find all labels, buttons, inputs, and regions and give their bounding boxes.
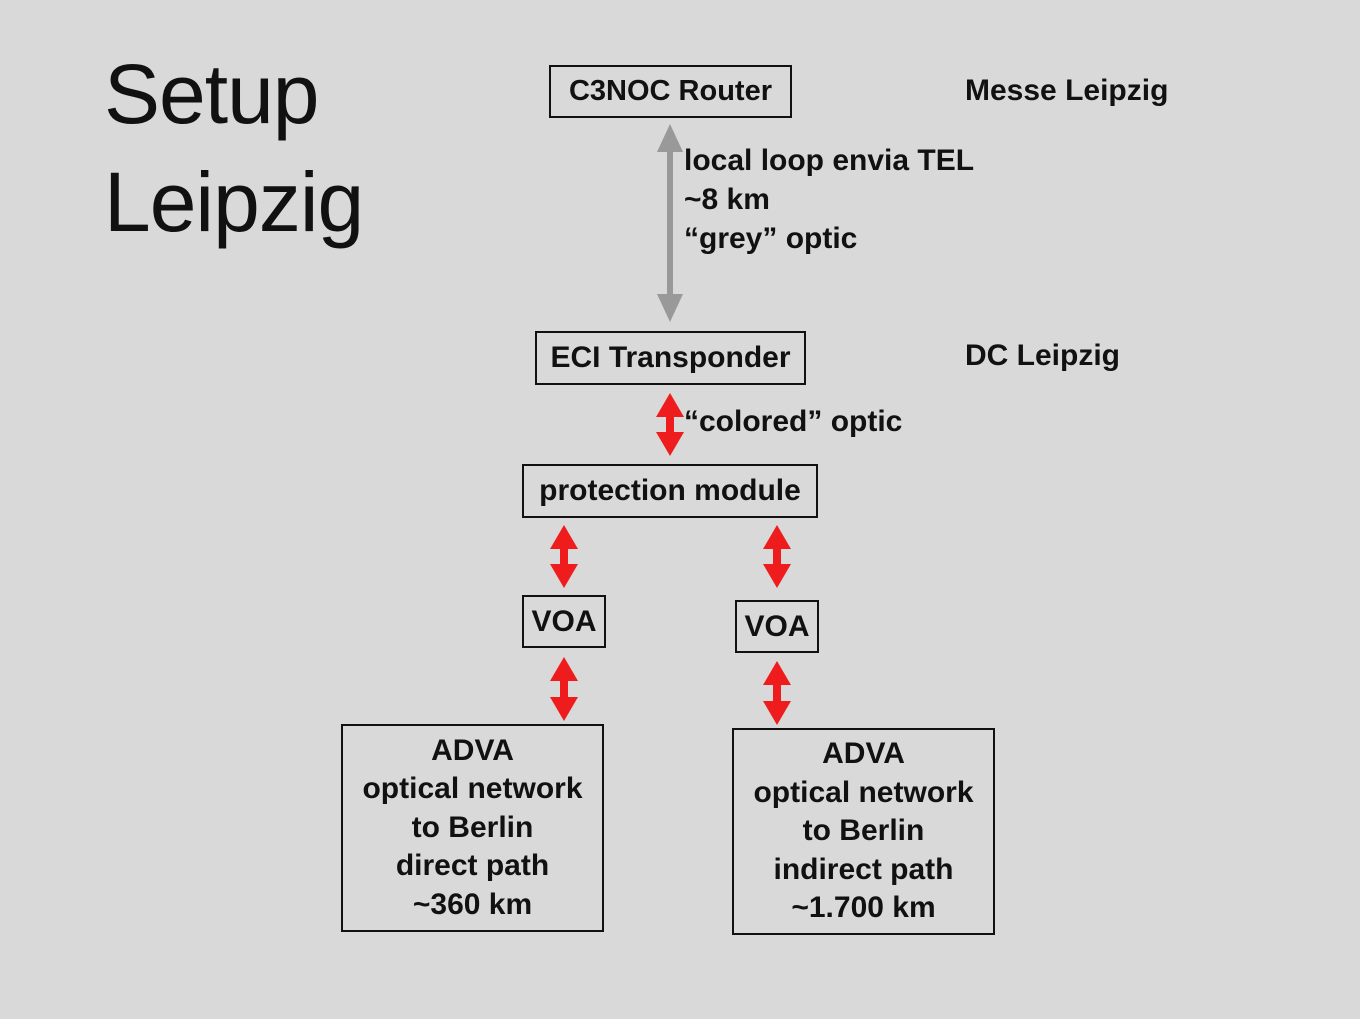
voa-left-label: VOA [531,604,597,638]
location-dc: DC Leipzig [965,339,1120,372]
grey-link-line-3: “grey” optic [684,222,858,255]
protection-label: protection module [539,474,801,507]
adva-left-line-1: ADVA [431,733,514,767]
adva-right-line-5: ~1.700 km [791,891,936,925]
red-double-arrow-left-2 [550,657,578,721]
adva-left-node: ADVA optical network to Berlin direct pa… [341,724,604,932]
location-messe: Messe Leipzig [965,74,1169,107]
adva-left-line-3: to Berlin [411,810,534,844]
adva-right-line-4: indirect path [773,852,954,886]
transponder-node: ECI Transponder [535,331,806,385]
adva-right-line-1: ADVA [822,737,905,771]
grey-link-line-1: local loop envia TEL [684,144,975,177]
red-double-arrow-right-2 [763,661,791,725]
transponder-label: ECI Transponder [550,341,791,374]
voa-left-node: VOA [522,595,606,648]
adva-left-line-2: optical network [362,772,583,806]
adva-right-line-2: optical network [753,775,974,809]
adva-right-node: ADVA optical network to Berlin indirect … [732,728,995,935]
colored-link-label: “colored” optic [684,405,903,438]
adva-left-line-4: direct path [395,849,550,883]
router-node: C3NOC Router [549,65,792,118]
title-line-1: Setup [104,47,320,141]
grey-link-label: local loop envia TEL ~8 km “grey” optic [684,141,974,258]
slide-title: Setup Leipzig [104,40,364,256]
red-double-arrow-right-1 [763,525,791,588]
voa-right-label: VOA [744,609,810,643]
red-double-arrow-top [656,393,684,456]
adva-right-line-3: to Berlin [802,814,925,848]
adva-left-line-5: ~360 km [412,887,533,921]
red-double-arrow-left-1 [550,525,578,588]
grey-double-arrow [657,124,683,322]
router-label: C3NOC Router [568,75,772,107]
voa-right-node: VOA [735,600,819,653]
title-line-2: Leipzig [104,155,364,249]
protection-node: protection module [522,464,818,518]
grey-link-line-2: ~8 km [684,183,770,216]
